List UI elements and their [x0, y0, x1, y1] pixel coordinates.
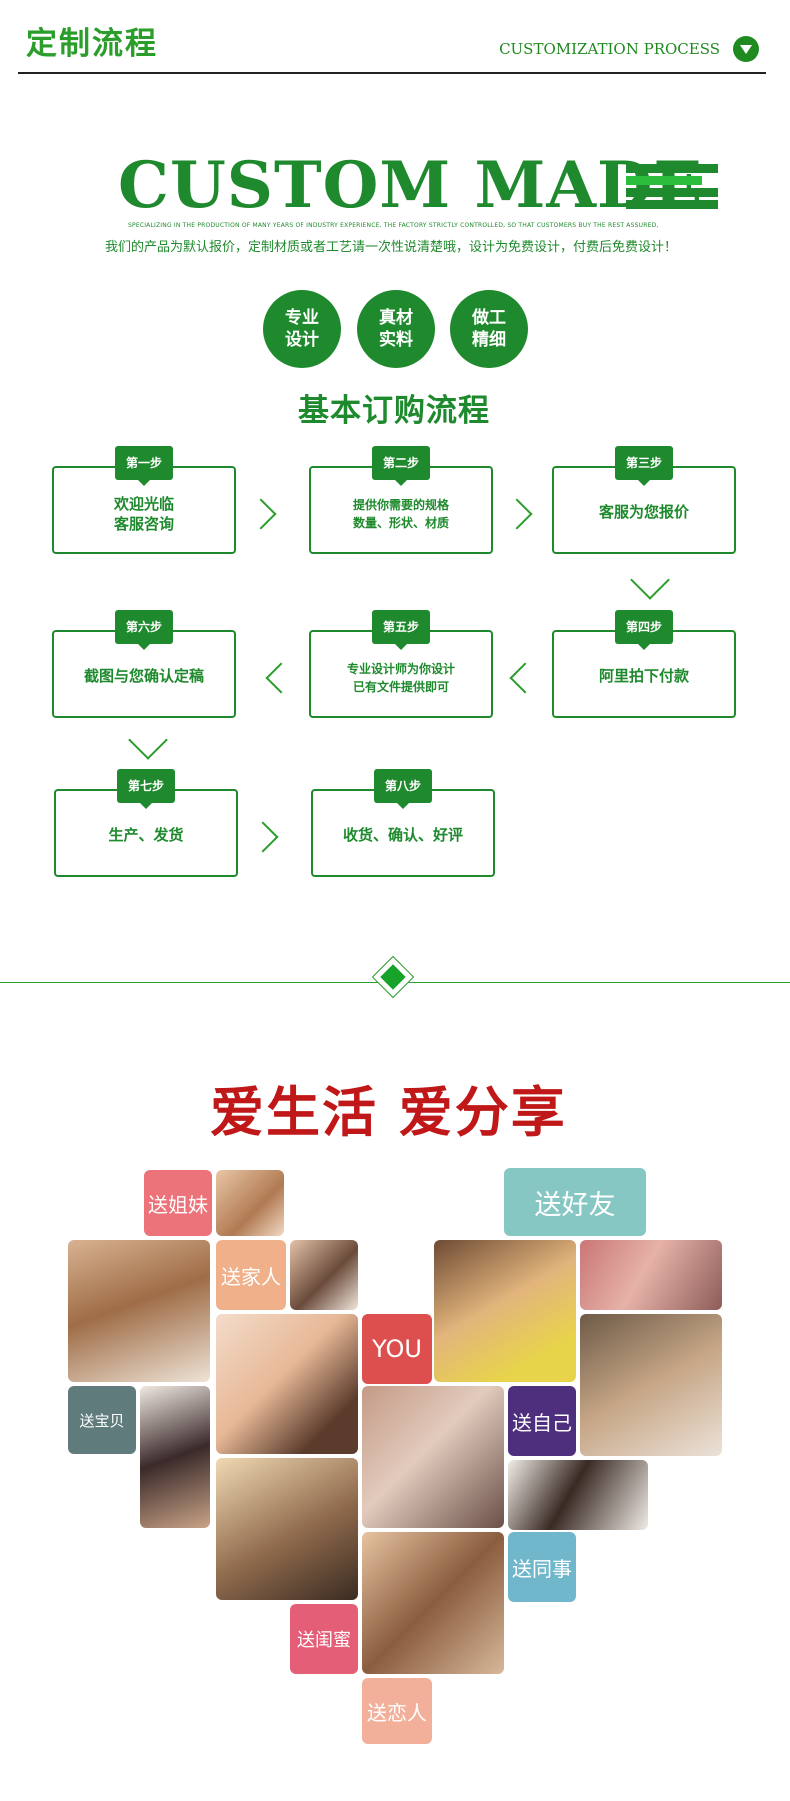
- love-title: 爱生活 爱分享: [210, 1081, 567, 1144]
- label-colleague: 送同事: [508, 1532, 576, 1602]
- flow-title: 基本订购流程: [298, 393, 490, 429]
- page-subtitle: CUSTOMIZATION PROCESS: [499, 40, 720, 58]
- stripes-icon: [626, 164, 718, 173]
- photo-girls-sunset: [216, 1458, 358, 1600]
- step-1: 第一步 欢迎光临 客服咨询: [52, 446, 236, 554]
- photo-mother-kids: [290, 1240, 358, 1310]
- label-lover: 送恋人: [362, 1678, 432, 1744]
- badge-craft: 做工 精细: [450, 290, 528, 368]
- step-tag: 第二步: [372, 446, 430, 486]
- step-text: 欢迎光临 客服咨询: [113, 495, 174, 533]
- step-3: 第三步 客服为您报价: [552, 446, 736, 554]
- photo-couple: [362, 1532, 504, 1674]
- photo-family: [68, 1240, 210, 1382]
- page-title: 定制流程: [26, 26, 158, 62]
- step-8: 第八步 收货、确认、好评: [311, 769, 495, 877]
- stripes-icon: [626, 176, 702, 185]
- badge-material: 真材 实料: [357, 290, 435, 368]
- photo-mother-baby: [140, 1386, 210, 1528]
- badge-design: 专业 设计: [263, 290, 341, 368]
- photo-girls: [216, 1170, 284, 1236]
- step-text: 阿里拍下付款: [598, 667, 689, 685]
- custom-made-title: CUSTOM MADE: [118, 148, 704, 223]
- photo-baby-mother: [216, 1314, 358, 1454]
- chevron-down-icon[interactable]: [733, 36, 759, 62]
- photo-girls-fashion: [362, 1386, 504, 1528]
- photo-two-women: [508, 1460, 648, 1530]
- label-sister: 送姐妹: [144, 1170, 212, 1236]
- photo-woman-hat: [434, 1240, 576, 1382]
- arrow-right-icon: [501, 498, 533, 530]
- step-tag: 第七步: [117, 769, 175, 809]
- stripes-icon: [626, 200, 718, 209]
- step-text: 专业设计师为你设计 已有文件提供即可: [346, 662, 455, 694]
- photo-girls-pink: [580, 1240, 722, 1310]
- step-4: 第四步 阿里拍下付款: [552, 610, 736, 718]
- step-tag: 第六步: [115, 610, 173, 650]
- step-tag: 第一步: [115, 446, 173, 486]
- step-text: 截图与您确认定稿: [83, 667, 204, 685]
- custom-made-note: 我们的产品为默认报价，定制材质或者工艺请一次性说清楚哦，设计为免费设计，付费后免…: [105, 240, 678, 255]
- arrow-left-icon: [265, 662, 297, 694]
- step-text: 收货、确认、好评: [342, 826, 463, 844]
- step-6: 第六步 截图与您确认定稿: [52, 610, 236, 718]
- step-7: 第七步 生产、发货: [54, 769, 238, 877]
- label-baby: 送宝贝: [68, 1386, 136, 1454]
- arrow-down-icon: [630, 560, 670, 600]
- stripes-icon: [626, 188, 718, 197]
- label-bestie: 送闺蜜: [290, 1604, 358, 1674]
- label-family: 送家人: [216, 1240, 286, 1310]
- label-you: YOU: [362, 1314, 432, 1384]
- arrow-left-icon: [509, 662, 541, 694]
- step-text: 客服为您报价: [598, 503, 689, 521]
- custom-made-caption: SPECIALIZING IN THE PRODUCTION OF MANY Y…: [128, 222, 659, 229]
- header-divider: [18, 72, 766, 74]
- step-text: 提供你需要的规格 数量、形状、材质: [352, 498, 449, 530]
- step-tag: 第八步: [374, 769, 432, 809]
- label-friend: 送好友: [504, 1168, 646, 1236]
- arrow-right-icon: [245, 498, 277, 530]
- step-tag: 第五步: [372, 610, 430, 650]
- arrow-down-icon: [128, 720, 168, 760]
- label-self: 送自己: [508, 1386, 576, 1456]
- step-tag: 第三步: [615, 446, 673, 486]
- step-text: 生产、发货: [108, 826, 184, 844]
- step-tag: 第四步: [615, 610, 673, 650]
- step-5: 第五步 专业设计师为你设计 已有文件提供即可: [309, 610, 493, 718]
- photo-girl-dandelion: [580, 1314, 722, 1456]
- arrow-right-icon: [247, 821, 279, 853]
- step-2: 第二步 提供你需要的规格 数量、形状、材质: [309, 446, 493, 554]
